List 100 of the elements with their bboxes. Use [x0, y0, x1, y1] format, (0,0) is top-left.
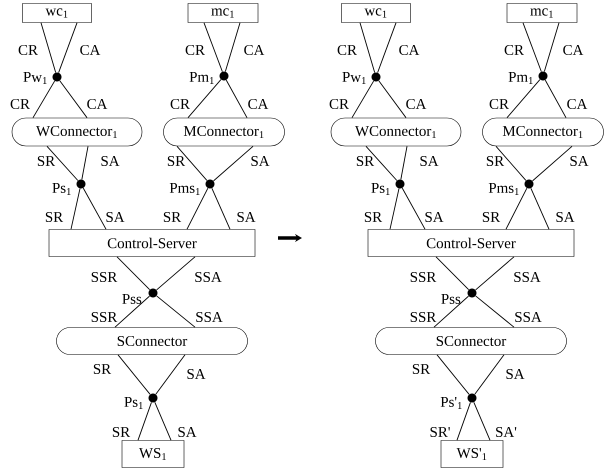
edge-label: SA	[187, 368, 206, 379]
connector-line	[32, 80, 56, 118]
edge-label: SSA	[515, 312, 542, 322]
port-label: Ps$_{1}$	[371, 183, 390, 195]
connector-line	[475, 256, 514, 290]
edge-label: SR	[164, 212, 182, 222]
edge-label: SSA	[514, 272, 541, 282]
connector-line	[138, 402, 152, 441]
edge-label: CA	[87, 98, 108, 109]
edge-label: SA	[237, 212, 256, 222]
edge-label: CR	[186, 44, 205, 55]
connector-line	[475, 296, 514, 328]
connector-line	[155, 354, 186, 395]
connector-line	[186, 188, 208, 230]
component-box: wc$_{1}$	[341, 3, 411, 23]
connector-line	[530, 188, 550, 230]
connector-line	[204, 22, 223, 72]
connector-line	[377, 22, 396, 74]
component-box: mc$_{1}$	[506, 3, 578, 23]
component-box: WS$_{1}$	[122, 440, 184, 468]
edge-label: SR	[486, 156, 504, 166]
connector-line	[224, 22, 240, 72]
connector-line	[434, 296, 469, 328]
edge-label: CR	[490, 98, 509, 109]
edge-label: CA	[244, 44, 264, 55]
connector-line	[352, 80, 374, 118]
connector-line	[82, 188, 106, 230]
edge-label: SA	[101, 156, 120, 166]
connector-line	[400, 146, 408, 180]
connector-line	[473, 402, 490, 441]
connector-line	[456, 402, 471, 441]
edge-label: CA	[567, 98, 588, 109]
edge-label: SA	[570, 156, 588, 166]
connector-line	[213, 146, 254, 182]
connector-line	[532, 146, 572, 182]
edge-label: SSR	[92, 312, 118, 322]
connector-line	[390, 188, 400, 230]
edge-label: SA	[556, 212, 574, 222]
edge-label: SR	[94, 364, 112, 374]
connector-line	[58, 22, 78, 74]
edge-label: SSA	[195, 272, 222, 282]
connector-box: WConnector$_{1}$	[12, 118, 142, 146]
edge-label: SSR	[410, 312, 436, 322]
edge-label: SA	[425, 212, 444, 222]
connector-line	[544, 22, 560, 72]
port-label: Pw$_{1}$	[23, 72, 47, 84]
connector-box: WConnector$_{1}$	[330, 118, 462, 146]
connector-line	[544, 80, 566, 118]
port-label: Pw$_{1}$	[342, 72, 366, 84]
connector-line	[506, 188, 528, 230]
connector-line	[474, 354, 504, 395]
edge-label: CA	[563, 44, 584, 55]
edge-label: SSR	[92, 272, 118, 282]
connector-line	[522, 22, 542, 72]
edge-label: CR	[170, 98, 190, 109]
connector-line	[506, 79, 540, 118]
connector-line	[154, 402, 172, 441]
connector-line	[118, 354, 150, 395]
edge-label: CR	[330, 98, 349, 109]
port-label: Pms$_{1}$	[170, 183, 200, 195]
connector-line	[360, 22, 376, 73]
component-box: mc$_{1}$	[188, 3, 258, 23]
port-label: Ps'$_{1}$	[440, 397, 462, 409]
component-box: Control-Server	[48, 229, 256, 257]
edge-label: SA	[251, 156, 270, 166]
connector-line	[496, 146, 526, 181]
edge-label: CA	[80, 44, 100, 55]
edge-label: SR	[168, 156, 186, 166]
connector-line	[211, 188, 230, 230]
port-label: Ps$_{1}$	[124, 397, 143, 409]
connector-line	[70, 188, 80, 230]
edge-label: CA	[248, 98, 268, 109]
connector-line	[59, 80, 88, 118]
port-label: Pm$_{1}$	[508, 72, 533, 84]
edge-label: SA	[420, 156, 438, 166]
connector-line	[156, 256, 196, 290]
edge-label: SR	[482, 212, 500, 222]
edge-label: CR	[18, 44, 38, 55]
connector-line	[81, 146, 88, 180]
connector-box: MConnector$_{1}$	[163, 118, 285, 146]
edge-label: SR	[112, 426, 130, 437]
connector-line	[114, 296, 150, 328]
connector-box: MConnector$_{1}$	[482, 118, 604, 146]
port-label: Pms$_{1}$	[488, 183, 519, 195]
edge-label: SA	[506, 368, 524, 379]
edge-label: CA	[406, 98, 426, 109]
edge-label: SSR	[410, 272, 436, 282]
connector-line	[366, 146, 398, 181]
connector-line	[116, 256, 150, 290]
connector-line	[46, 146, 78, 181]
connector-line	[176, 146, 208, 181]
connector-line	[436, 354, 470, 395]
edge-label: SR	[364, 212, 382, 222]
edge-label: CR	[338, 44, 357, 55]
edge-label: SA	[106, 212, 124, 222]
edge-label: SR	[38, 156, 56, 166]
edge-label: CR	[504, 44, 524, 55]
connector-box: SConnector	[375, 327, 567, 355]
connector-line	[188, 79, 222, 118]
component-box: Control-Server	[368, 229, 574, 257]
